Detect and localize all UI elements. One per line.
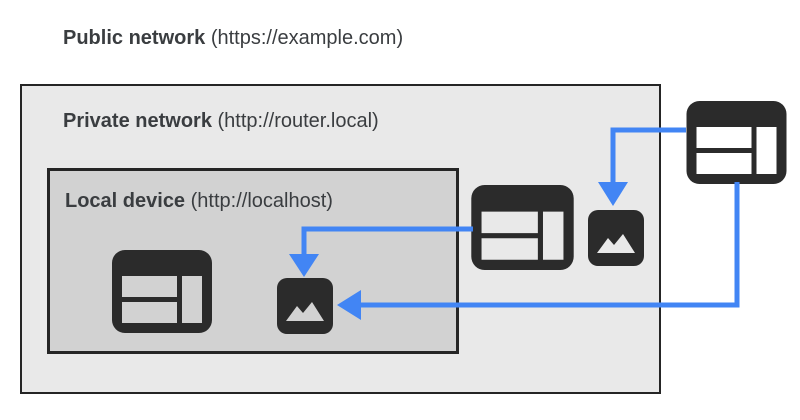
local-device-box: Local device (http://localhost) [47,168,459,354]
local-device-url: (http://localhost) [190,190,333,212]
private-network-name: Private network [63,110,212,132]
public-network-url: (https://example.com) [210,27,404,49]
local-browser-window-icon [112,250,212,333]
local-image-icon [277,278,333,334]
private-network-url: (http://router.local) [217,110,379,132]
local-device-label: Local device (http://localhost) [65,189,333,213]
private-image-icon [588,210,644,266]
public-network-label: Public network (https://example.com) [63,26,403,50]
public-browser-window-icon [686,101,787,184]
private-browser-window-icon [471,185,574,270]
local-device-name: Local device [65,190,186,212]
public-network-name: Public network [63,27,206,49]
private-network-label: Private network (http://router.local) [63,109,379,133]
